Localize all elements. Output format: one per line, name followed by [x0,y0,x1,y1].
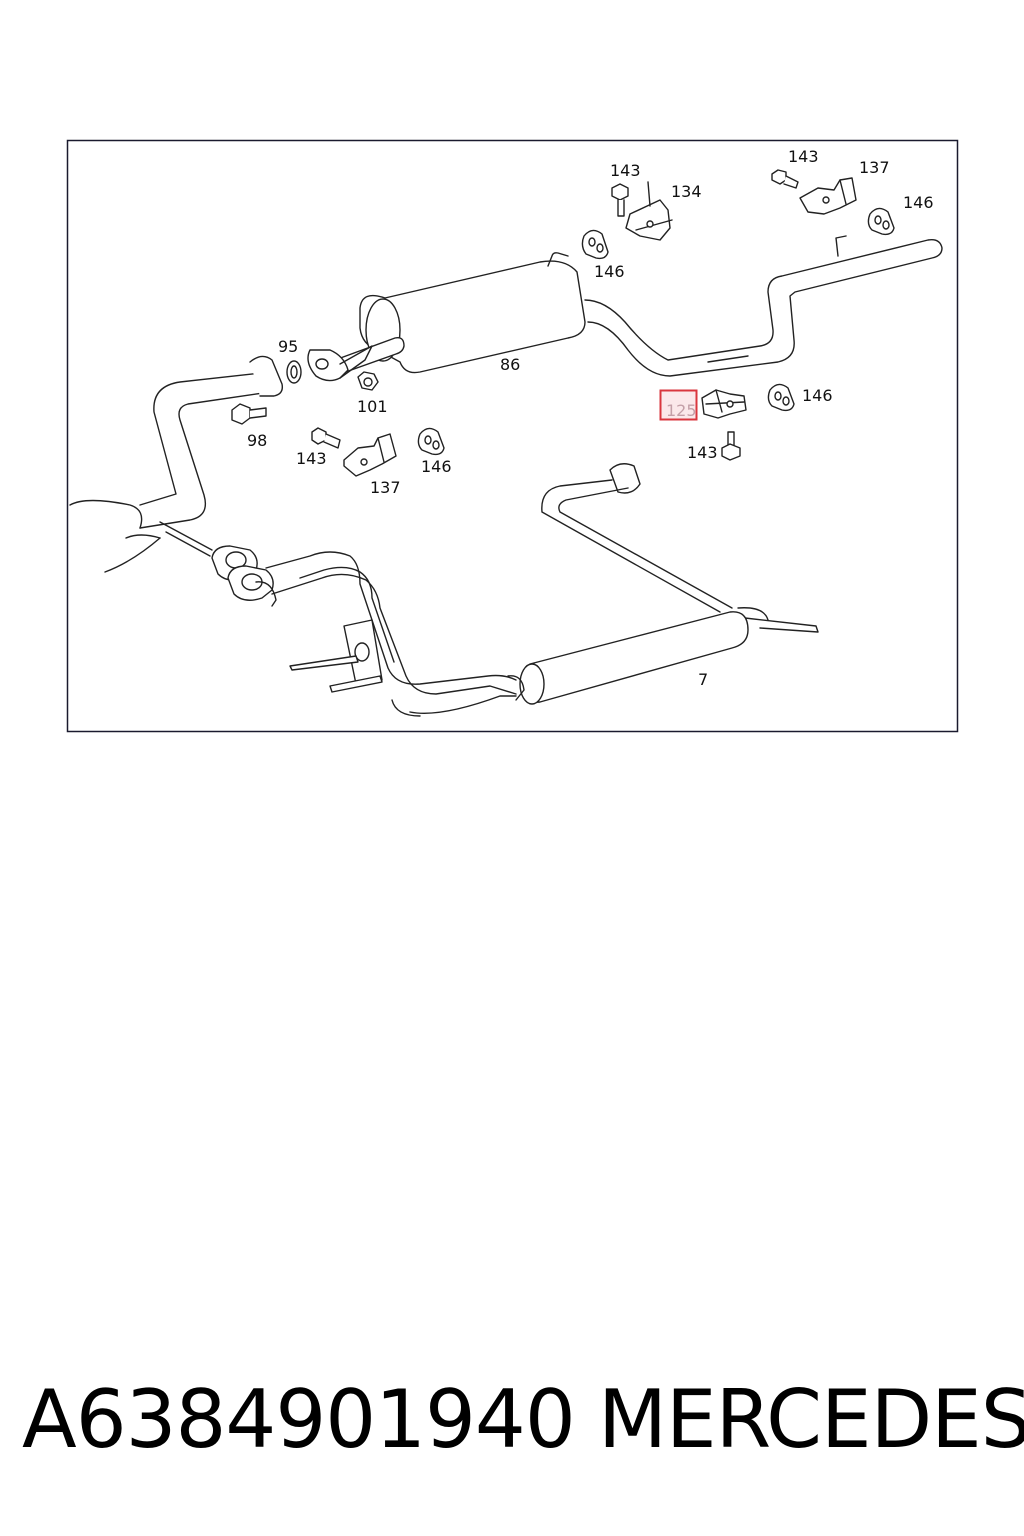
label-146: 146 [802,386,833,405]
label-137: 137 [370,478,401,497]
front-pipe [69,371,271,573]
rubber-mount-146-lower [417,427,445,456]
label-146: 146 [903,193,934,212]
part-number: A6384901940 [22,1373,576,1466]
bolt-143-left [311,427,341,449]
y-pipe-flanges [211,545,277,607]
label-143: 143 [687,443,718,462]
gasket-95 [286,360,302,384]
rubber-mount-146-right [767,383,795,412]
label-146: 146 [594,262,625,281]
label-143: 143 [610,161,641,180]
footer: A6384901940 MERCEDES [0,1368,1024,1478]
rear-muffler [334,252,586,375]
y-pipe-bracket [289,619,383,693]
bolt-143-right [721,431,741,461]
bracket-134 [625,181,673,241]
highlight-box-125 [659,389,698,421]
bolt-143-top [611,183,629,217]
brand-name: MERCEDES [598,1373,1024,1466]
label-143: 143 [788,147,819,166]
rubber-mount-146-top [581,229,609,260]
label-134: 134 [671,182,702,201]
center-pipe [541,463,819,633]
rubber-mount-146-topright [867,207,895,236]
label-125-highlighted: 125 [666,401,697,420]
label-146: 146 [421,457,452,476]
label-101: 101 [357,397,388,416]
y-pipe [265,551,525,717]
label-137: 137 [859,158,890,177]
label-86: 86 [500,355,520,374]
bolt-98 [231,403,267,425]
tail-pipe [584,235,943,377]
bracket-137-lower [343,433,397,477]
label-7: 7 [698,670,708,689]
flange-clamp [249,345,373,397]
bracket-137-top [799,177,857,215]
pipe-joint [159,521,213,557]
label-98: 98 [247,431,267,450]
bolt-143-topright [771,169,799,189]
label-95: 95 [278,337,298,356]
diagram-frame [66,139,959,733]
label-143: 143 [296,449,327,468]
front-muffler [519,611,749,705]
nut-101 [357,371,379,391]
bracket-125 [701,389,747,419]
exhaust-system-diagram: 143 134 146 143 137 146 95 86 101 98 143… [66,139,959,733]
